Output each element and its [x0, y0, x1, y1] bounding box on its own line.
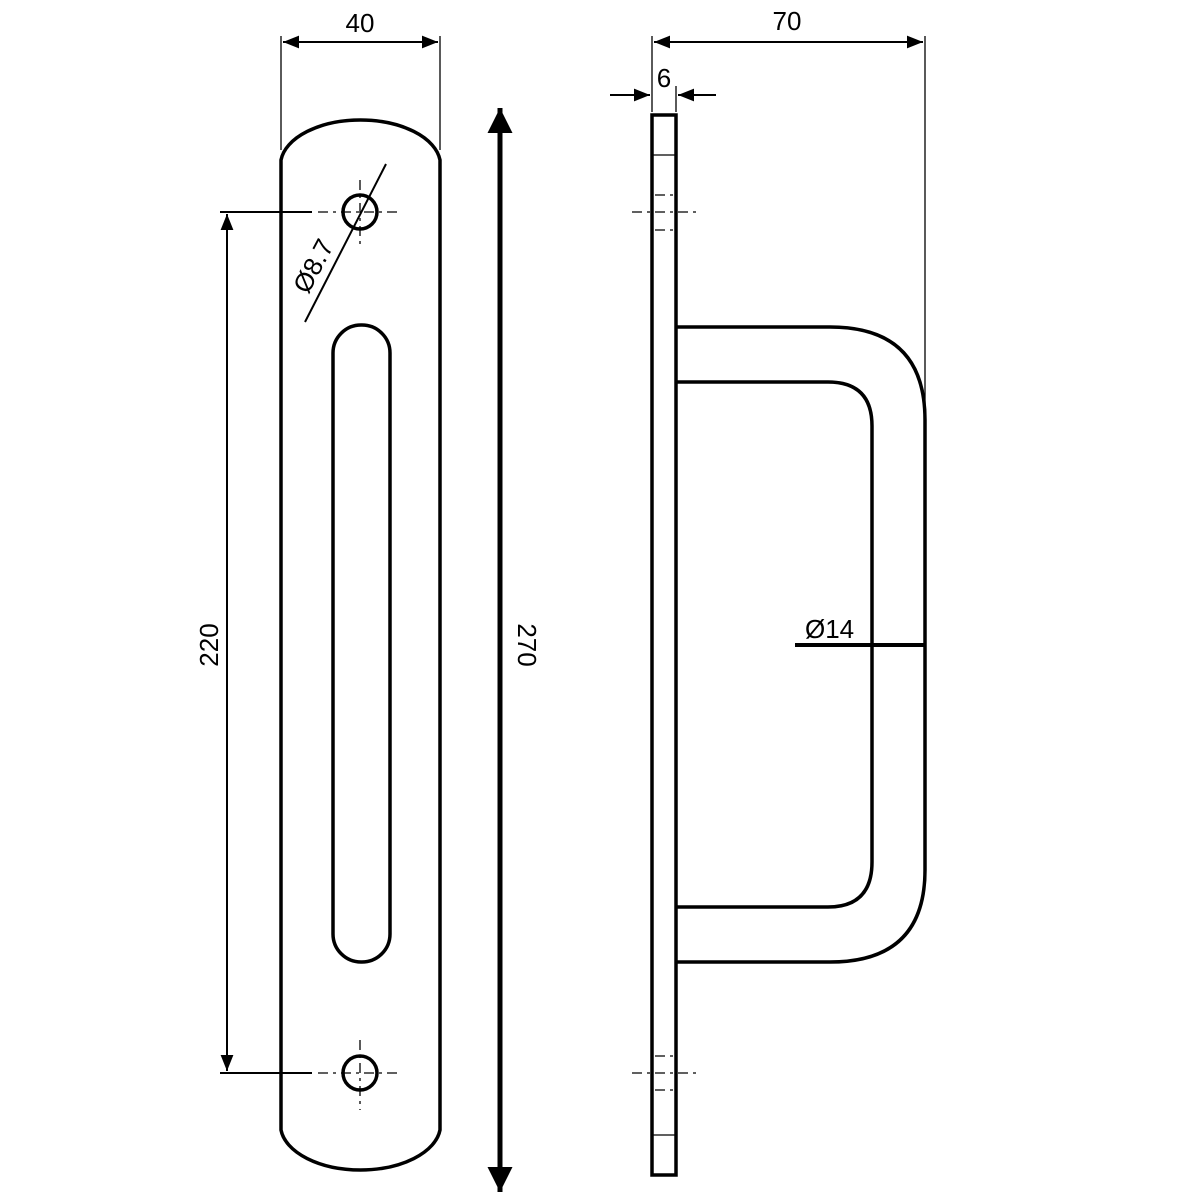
width-dimension: 40	[280, 8, 441, 150]
rod-diameter-callout: Ø14	[795, 614, 925, 647]
projection-label: 70	[773, 6, 802, 36]
hole-spacing-label: 220	[194, 623, 224, 666]
slot-outline	[331, 323, 392, 964]
hole-hidden-lines	[632, 194, 696, 1091]
plate-side-outline	[650, 113, 678, 1177]
overall-length-label: 270	[512, 623, 542, 666]
handle-outer-outline	[676, 325, 927, 964]
thickness-label: 6	[657, 63, 671, 93]
side-view: 70 6 Ø14	[610, 6, 927, 1177]
hole-spacing-dimension: 220	[194, 211, 312, 1074]
hole-diameter-label: Ø8.7	[287, 234, 340, 298]
overall-length-dimension: 270	[487, 108, 542, 1192]
projection-dimension: 70	[651, 6, 926, 410]
thickness-dimension: 6	[610, 63, 716, 112]
hole-diameter-callout: Ø8.7	[287, 163, 387, 323]
plate-outline	[279, 118, 442, 1172]
width-label: 40	[346, 8, 375, 38]
rod-diameter-label: Ø14	[805, 614, 854, 644]
front-view: 40 220 Ø8.7 270	[194, 8, 542, 1192]
hole-centerlines	[318, 180, 402, 1110]
